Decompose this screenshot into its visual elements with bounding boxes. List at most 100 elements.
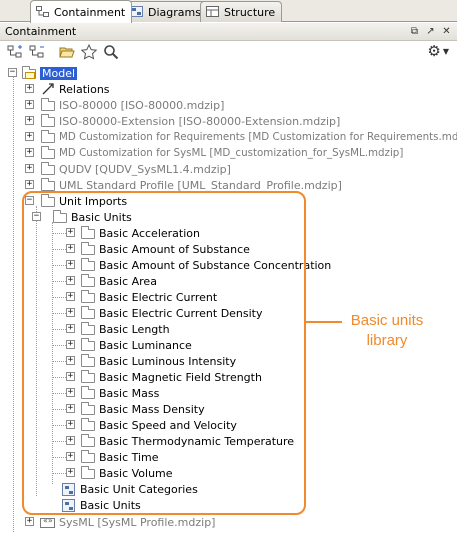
tree-item-label: Basic Luminance — [99, 338, 192, 352]
expand-toggle[interactable]: + — [25, 163, 34, 173]
tree-item-unit-package[interactable]: +Basic Time — [66, 449, 159, 465]
tree-item-label: UML Standard Profile [UML_Standard_Profi… — [59, 178, 342, 192]
tab-diagrams[interactable]: Diagrams — [124, 1, 208, 22]
package-folder-icon — [80, 322, 96, 336]
tree-item-unit-package[interactable]: + Basic Magnetic Field Strength — [66, 369, 262, 385]
tree-item-unit-package[interactable]: +Basic Speed and Velocity — [66, 417, 237, 433]
expand-toggle[interactable]: + — [66, 275, 75, 285]
expand-toggle[interactable]: + — [66, 371, 75, 381]
tree-guide-line — [53, 265, 66, 266]
expand-toggle[interactable]: + — [66, 227, 75, 237]
tree-item-label: Basic Thermodynamic Temperature — [99, 434, 295, 448]
model-icon — [21, 66, 37, 80]
tree-item-used-project[interactable]: + ISO-80000-Extension [ISO-80000-Extensi… — [25, 113, 340, 129]
expand-toggle[interactable]: + — [25, 516, 34, 526]
expand-toggle[interactable]: + — [66, 243, 75, 253]
tree-item-unit-package[interactable]: +Basic Electric Current Density — [66, 305, 263, 321]
expand-toggle[interactable]: + — [66, 387, 75, 397]
tree-item-used-project[interactable]: + MD Customization for Requirements [MD … — [25, 129, 457, 145]
tree-item-sysml-profile[interactable]: + SysML [SysML Profile.mdzip] — [25, 514, 216, 530]
structure-tab-icon — [206, 6, 220, 18]
tree-item-used-project[interactable]: + UML Standard Profile [UML_Standard_Pro… — [25, 177, 342, 193]
package-folder-icon — [80, 370, 96, 384]
tree-item-label: SysML [SysML Profile.mdzip] — [59, 515, 216, 529]
expand-all-icon[interactable] — [6, 43, 24, 61]
package-folder-icon — [80, 226, 96, 240]
tree-item-label: Relations — [59, 82, 110, 96]
tree-guide-line — [53, 233, 66, 234]
used-package-icon — [40, 130, 56, 144]
tree-guide-line — [53, 377, 66, 378]
tree-item-unit-package[interactable]: + Basic Luminous Intensity — [66, 353, 237, 369]
expand-toggle[interactable]: + — [66, 467, 75, 477]
expand-toggle[interactable]: + — [25, 131, 34, 141]
used-package-icon — [40, 178, 56, 192]
tree-item-label: Basic Luminous Intensity — [99, 354, 237, 368]
expand-toggle[interactable]: + — [66, 323, 75, 333]
expand-toggle[interactable]: + — [66, 403, 75, 413]
callout-line-1: Basic units — [350, 312, 424, 329]
tree-guide-line — [53, 297, 66, 298]
expand-toggle[interactable]: + — [25, 115, 34, 125]
tab-structure[interactable]: Structure — [200, 1, 283, 22]
tree-guide-line — [53, 409, 66, 410]
package-folder-icon — [80, 466, 96, 480]
collapse-toggle[interactable]: − — [8, 67, 17, 77]
restore-icon[interactable]: ⧉ — [410, 26, 419, 37]
tree-item-unit-package[interactable]: +Basic Length — [66, 321, 170, 337]
chevron-down-icon[interactable]: ▼ — [442, 46, 449, 56]
expand-toggle[interactable]: + — [25, 147, 34, 157]
tree-item-unit-package[interactable]: + Basic Thermodynamic Temperature — [66, 433, 295, 449]
tree-root-model[interactable]: − Model — [8, 65, 78, 81]
tree-item-basic-units-package[interactable]: − Basic Units — [32, 209, 132, 225]
tree-item-unit-package[interactable]: +Basic Amount of Substance — [66, 241, 250, 257]
tree-item-label: MD Customization for Requirements [MD Cu… — [59, 131, 457, 143]
tree-item-unit-package[interactable]: +Basic Amount of Substance Concentration — [66, 257, 331, 273]
expand-toggle[interactable]: + — [66, 355, 75, 365]
containment-tree: − Model + Relations + ISO-80000 [ISO-800… — [0, 64, 457, 534]
tree-item-unit-package[interactable]: +Basic Area — [66, 273, 157, 289]
open-folder-icon[interactable] — [58, 43, 76, 61]
tree-item-label: Basic Magnetic Field Strength — [99, 370, 262, 384]
tree-item-unit-package[interactable]: + Basic Luminance — [66, 337, 192, 353]
collapse-all-icon[interactable] — [28, 43, 46, 61]
tree-item-unit-package[interactable]: + Basic Mass Density — [66, 401, 205, 417]
pin-icon[interactable]: ↗ — [426, 26, 435, 37]
expand-toggle[interactable]: + — [66, 339, 75, 349]
expand-toggle[interactable]: + — [66, 291, 75, 301]
collapse-toggle[interactable]: − — [32, 211, 41, 221]
tab-label: Structure — [224, 5, 276, 19]
expand-toggle[interactable]: + — [25, 83, 34, 93]
expand-toggle[interactable]: + — [66, 419, 75, 429]
tree-item-label: Basic Unit Categories — [80, 482, 198, 496]
profile-icon — [40, 515, 56, 529]
callout-highlight-box — [22, 191, 306, 515]
tree-item-unit-package[interactable]: +Basic Mass — [66, 385, 159, 401]
tree-item-used-project[interactable]: + ISO-80000 [ISO-80000.mdzip] — [25, 97, 224, 113]
tree-item-used-project[interactable]: + MD Customization for SysML [MD_customi… — [25, 145, 403, 161]
tab-label: Diagrams — [148, 5, 201, 19]
gear-icon[interactable]: ⚙ — [427, 42, 441, 60]
options-menu[interactable]: ⚙▼ — [427, 42, 449, 60]
tree-item-unit-package[interactable]: +Basic Electric Current — [66, 289, 217, 305]
close-icon[interactable]: ✕ — [442, 26, 451, 37]
expand-toggle[interactable]: + — [25, 179, 34, 189]
tree-guide-line — [53, 313, 66, 314]
expand-toggle[interactable]: + — [66, 435, 75, 445]
favorite-star-icon[interactable] — [80, 43, 98, 61]
tree-item-diagram[interactable]: Basic Units — [61, 497, 141, 513]
tab-containment[interactable]: Containment — [30, 0, 133, 23]
tree-item-used-project[interactable]: + QUDV [QUDV_SysML1.4.mdzip] — [25, 161, 231, 177]
search-icon[interactable] — [102, 43, 120, 61]
tree-item-unit-package[interactable]: +Basic Volume — [66, 465, 173, 481]
tree-item-label: Basic Mass Density — [99, 402, 205, 416]
expand-toggle[interactable]: + — [66, 307, 75, 317]
expand-toggle[interactable]: + — [25, 99, 34, 109]
tree-item-diagram[interactable]: Basic Unit Categories — [61, 481, 198, 497]
package-folder-icon — [80, 450, 96, 464]
expand-toggle[interactable]: + — [66, 451, 75, 461]
expand-toggle[interactable]: + — [66, 259, 75, 269]
package-folder-icon — [80, 274, 96, 288]
tree-item-relations[interactable]: + Relations — [25, 81, 110, 97]
tree-item-unit-package[interactable]: +Basic Acceleration — [66, 225, 200, 241]
